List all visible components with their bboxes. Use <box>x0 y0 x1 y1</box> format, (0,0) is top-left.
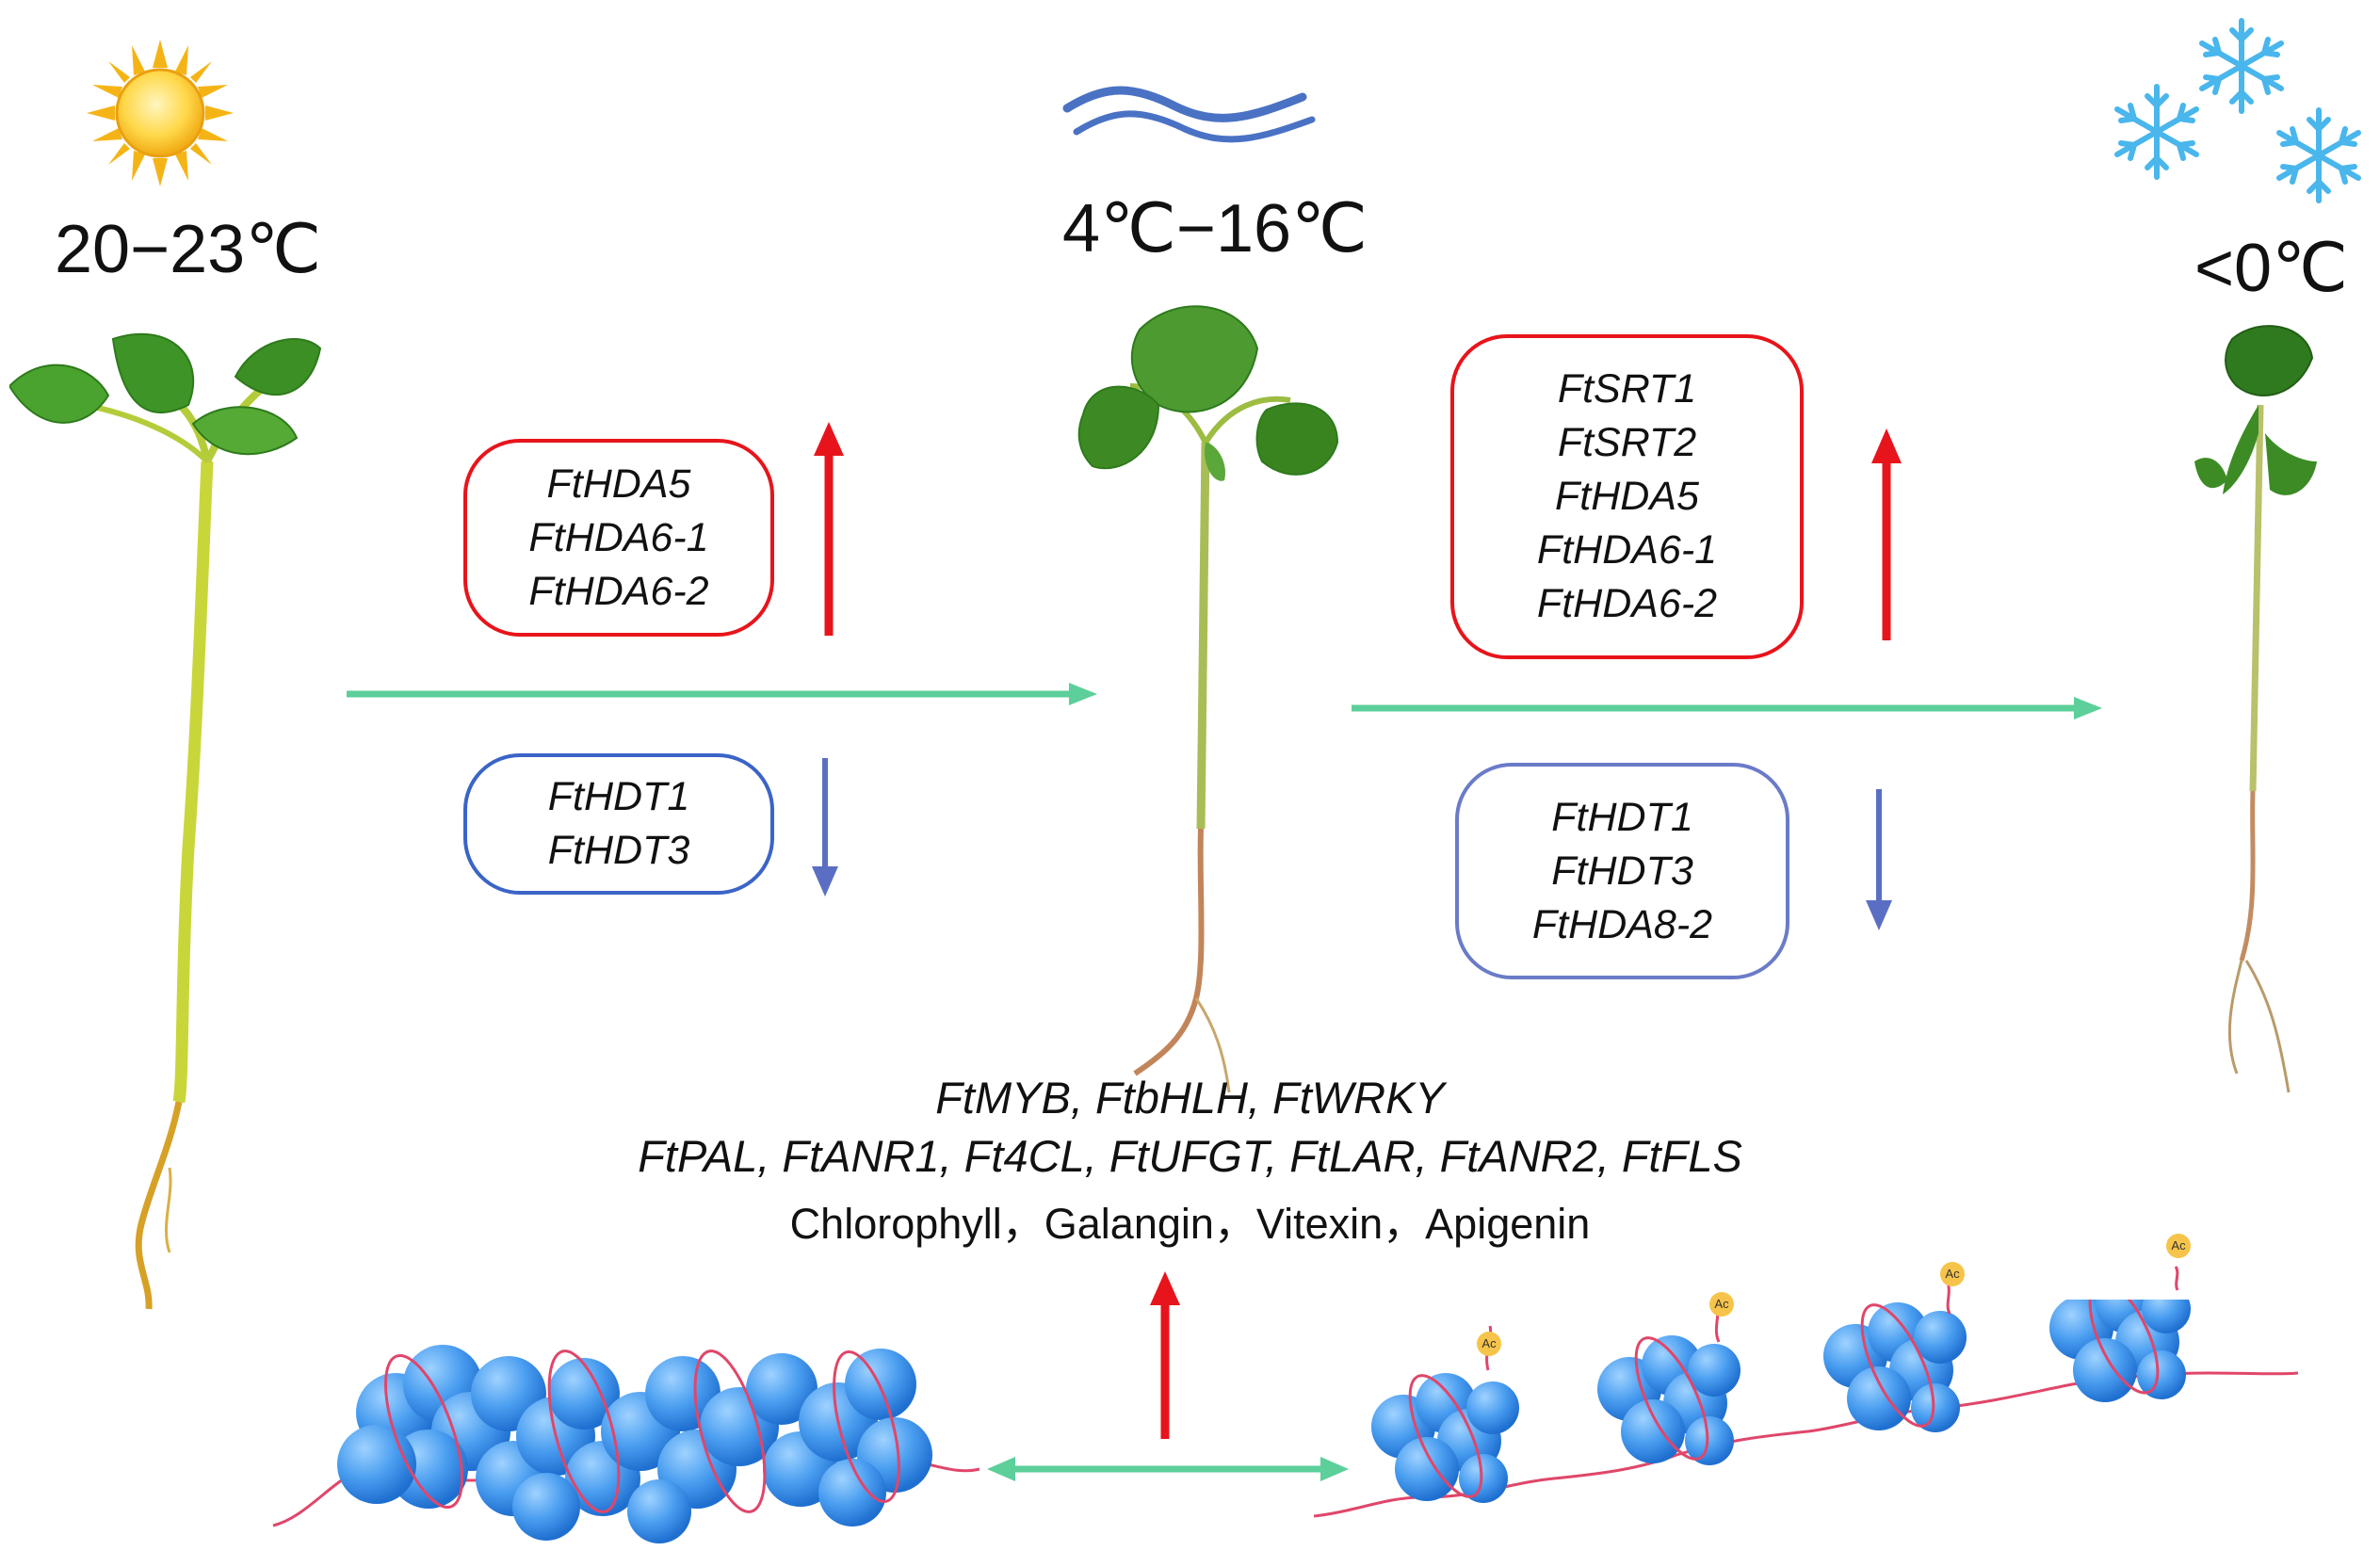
acetyl-tags-layer <box>1485 1266 2179 1371</box>
up-arrow-icon <box>1871 428 1902 640</box>
stage2-upregulated-genes-box: FtSRT1 FtSRT2 FtHDA5 FtHDA6-1 FtHDA6-2 <box>1450 334 1804 659</box>
temperature-label-warm: 20−23℃ <box>55 212 322 287</box>
gene-label: FtHDT1 <box>547 774 690 819</box>
acetyl-group-icon: Ac <box>1709 1292 1734 1317</box>
enzyme-genes-line: FtPAL, FtANR1, Ft4CL, FtUFGT, FtLAR, FtA… <box>638 1131 1742 1181</box>
stage2-downregulated-genes-box: FtHDT1 FtHDT3 FtHDA8-2 <box>1455 763 1789 979</box>
gene-label: FtHDA6-2 <box>1536 581 1718 626</box>
gene-label: FtHDA5 <box>1555 474 1699 519</box>
down-arrow-icon <box>1866 789 1892 930</box>
gene-label: FtHDT3 <box>1551 848 1693 894</box>
nucleosome-icon <box>1823 1302 1967 1432</box>
acetyl-group-icon: Ac <box>2166 1234 2191 1258</box>
gene-label: FtHDA8-2 <box>1531 901 1713 947</box>
temperature-label-freeze: <0℃ <box>2194 231 2348 306</box>
gene-label: FtHDA6-2 <box>528 568 709 614</box>
gene-label: FtHDA5 <box>546 460 691 507</box>
transcription-factors-line: FtMYB, FtbHLH, FtWRKY <box>935 1073 1445 1123</box>
condensed-chromatin <box>272 1300 2299 1543</box>
double-arrow-icon <box>987 1457 1349 1481</box>
flow-arrow-icon <box>1352 697 2102 719</box>
gene-label: FtHDA6-1 <box>1536 527 1718 573</box>
flow-arrow-icon <box>347 683 1097 705</box>
sun-icon <box>87 40 234 186</box>
metabolites-line: Chlorophyll，Galangin，Vitexin，Apigenin <box>789 1200 1591 1248</box>
seedling-icon <box>9 332 322 1310</box>
gene-label: FtSRT1 <box>1557 366 1697 412</box>
gene-label: FtHDT3 <box>547 828 690 873</box>
wave-icon <box>1062 86 1316 143</box>
nucleosome-icon <box>2049 1300 2191 1402</box>
gene-label: FtHDA6-1 <box>528 514 709 560</box>
seedling-icon <box>2194 325 2317 1093</box>
up-arrow-icon <box>814 422 844 636</box>
gene-label: FtSRT2 <box>1557 420 1697 465</box>
stage1-downregulated-genes-box: FtHDT1 FtHDT3 <box>463 753 774 895</box>
snowflake-icon <box>2114 18 2361 203</box>
temperature-label-cool: 4℃−16℃ <box>1062 191 1368 267</box>
stage1-upregulated-genes-box: FtHDA5 FtHDA6-1 FtHDA6-2 <box>463 439 774 637</box>
gene-label: FtHDT1 <box>1551 794 1693 840</box>
acetyl-group-icon: Ac <box>1940 1262 1965 1286</box>
seedling-icon <box>1077 305 1339 1093</box>
down-arrow-icon <box>812 758 838 897</box>
nucleosome-icon <box>1371 1373 1519 1503</box>
up-arrow-icon <box>1150 1271 1180 1439</box>
acetyl-group-icon: Ac <box>1477 1332 1501 1356</box>
nucleosome-icon <box>1597 1335 1740 1465</box>
